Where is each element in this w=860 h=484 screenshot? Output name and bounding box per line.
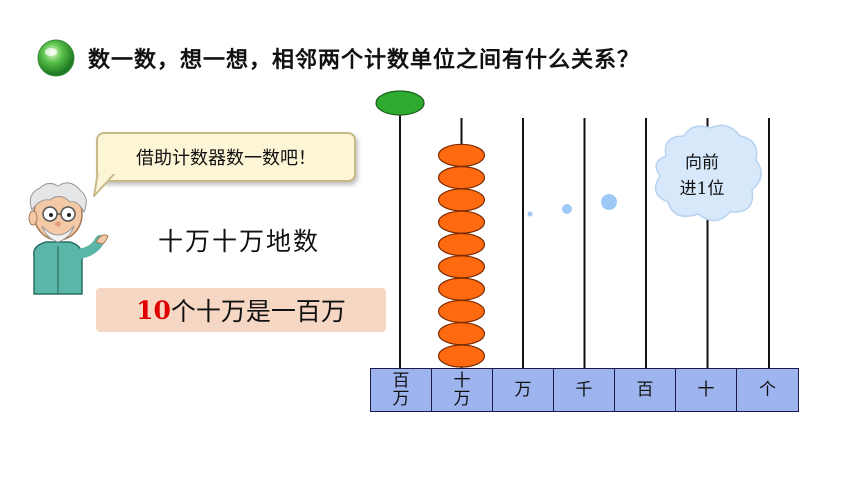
- title-bar: 数一数，想一想，相邻两个计数单位之间有什么关系？: [36, 38, 640, 78]
- count-phrase: 十万十万地数: [158, 227, 321, 256]
- carry-bead: [375, 90, 425, 116]
- cloud-line-2: 进1位: [679, 179, 725, 199]
- speech-bubble-tail: [93, 170, 118, 197]
- abacus-bead: [437, 210, 486, 234]
- teacher-cartoon-icon: [28, 182, 109, 295]
- cloud-line-1: 向前: [685, 153, 719, 173]
- place-value-cell: 十万: [432, 369, 493, 411]
- abacus-bead: [437, 277, 486, 301]
- place-value-cell: 百: [615, 369, 676, 411]
- speech-bubble-text: 借助计数器数一数吧！: [136, 148, 316, 169]
- motion-dot: [562, 204, 572, 214]
- place-value-table: 百万十万万千百十个: [370, 368, 799, 412]
- place-value-cell: 万: [493, 369, 554, 411]
- place-value-cell: 十: [676, 369, 737, 411]
- abacus-bead: [437, 299, 486, 323]
- abacus-bead: [437, 232, 486, 257]
- speech-bubble: 借助计数器数一数吧！: [96, 132, 356, 182]
- thought-cloud: [654, 124, 762, 222]
- abacus-bead: [437, 166, 486, 190]
- place-value-cell: 千: [554, 369, 615, 411]
- motion-dot: [527, 211, 533, 217]
- abacus-bead: [437, 322, 486, 346]
- abacus-bead: [437, 255, 486, 279]
- result-text: 个十万是一百万: [170, 297, 346, 326]
- place-value-cell: 个: [737, 369, 798, 411]
- abacus-bead: [437, 188, 486, 212]
- green-globe-icon: [37, 39, 75, 77]
- place-value-cell: 百万: [371, 369, 432, 411]
- cloud-text: 向前 进1位: [664, 150, 740, 202]
- abacus-bead: [437, 143, 486, 167]
- abacus-bead: [437, 344, 486, 368]
- motion-dot: [601, 194, 617, 210]
- result-number: 10: [136, 295, 171, 325]
- page-title: 数一数，想一想，相邻两个计数单位之间有什么关系？: [88, 48, 641, 73]
